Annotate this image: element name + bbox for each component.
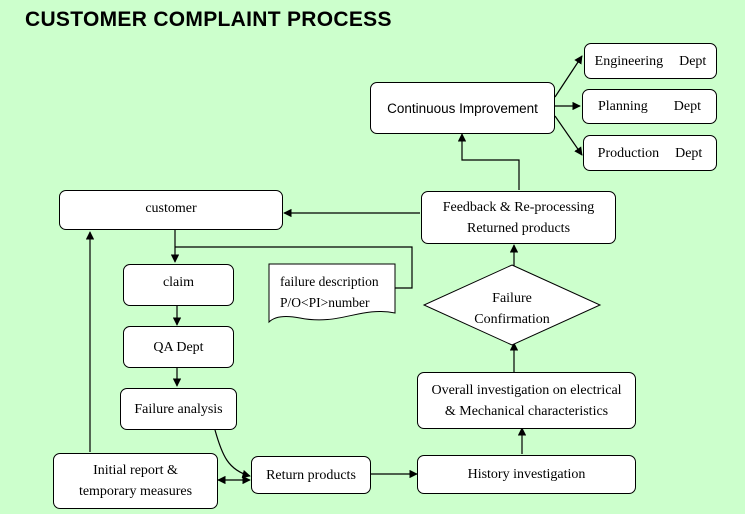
customer-label: customer <box>145 201 197 216</box>
continuous-improvement-box: Continuous Improvement <box>370 82 555 134</box>
arrow-feedback-ci <box>457 133 520 190</box>
return-products-label: Return products <box>266 467 356 483</box>
arrow-ci-production <box>554 115 583 156</box>
production-dept-label: Dept <box>675 145 703 161</box>
claim-label: claim <box>162 275 195 290</box>
failure-confirmation-line2: Confirmation <box>474 312 550 327</box>
overall-investigation-line1: Overall investigation on electrical <box>431 382 622 398</box>
document-shape <box>268 263 396 324</box>
failure-confirmation-diamond <box>422 264 602 346</box>
planning-dept-box: Planning Dept <box>582 89 717 124</box>
qa-dept-box: QA Dept <box>123 326 234 368</box>
feedback-box: Feedback & Re-processing Returned produc… <box>421 191 616 244</box>
planning-label: Planning <box>598 99 648 114</box>
customer-box: customer <box>59 190 283 230</box>
failure-confirmation-text: Failure Confirmation <box>452 288 572 330</box>
failure-analysis-box: Failure analysis <box>120 388 237 430</box>
document-text: failure description P/O<PI>number <box>280 271 379 313</box>
feedback-line2: Returned products <box>466 220 571 236</box>
line-customer-document <box>175 246 413 289</box>
overall-investigation-line2: & Mechanical characteristics <box>444 403 609 419</box>
production-dept-box: Production Dept <box>583 135 717 171</box>
history-investigation-label: History investigation <box>467 467 586 482</box>
page-title: CUSTOMER COMPLAINT PROCESS <box>25 8 392 31</box>
continuous-improvement-label: Continuous Improvement <box>387 100 538 116</box>
engineering-dept-box: Engineering Dept <box>584 43 717 79</box>
engineering-dept-label: Dept <box>679 53 707 69</box>
production-label: Production <box>597 145 660 161</box>
initial-report-line2: temporary measures <box>78 484 193 499</box>
planning-dept-label: Dept <box>673 99 701 114</box>
engineering-label: Engineering <box>594 53 664 69</box>
qa-dept-label: QA Dept <box>153 339 204 355</box>
initial-report-box: Initial report & temporary measures <box>53 453 218 509</box>
history-investigation-box: History investigation <box>417 455 636 494</box>
overall-investigation-box: Overall investigation on electrical & Me… <box>417 372 636 429</box>
document-line2: P/O<PI>number <box>280 295 370 310</box>
initial-report-line1: Initial report & <box>93 463 178 478</box>
failure-confirmation-line1: Failure <box>492 291 532 306</box>
claim-box: claim <box>123 264 234 306</box>
return-products-box: Return products <box>251 456 371 494</box>
arrow-failure-return <box>214 429 251 479</box>
feedback-line1: Feedback & Re-processing <box>442 199 595 215</box>
failure-analysis-label: Failure analysis <box>134 401 223 417</box>
document-line1: failure description <box>280 274 379 289</box>
arrow-ci-engineering <box>554 55 583 98</box>
